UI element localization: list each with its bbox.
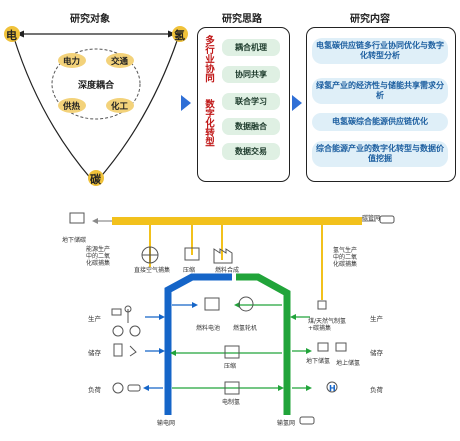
electrolysis-label: 电制氢 [222,399,241,406]
chemical-oval [106,98,134,113]
left-row-load: 负荷 [88,386,101,394]
fuel-cell-label: 燃料电池 [196,325,221,332]
carbon-label: 碳 [90,173,101,186]
h2-capture-label: 氢气生产中的二氧化碳捕集 [333,247,358,268]
underground-carbon-storage-label: 地下储碳 [62,237,87,244]
content-item-4: 综合能源产业的数字化转型与数据价值挖掘 [312,141,448,167]
heating-oval [58,98,86,113]
h2-symbol-label: H [329,384,336,393]
direct-air-capture-label: 直接空气捕集 [134,267,171,274]
research-thinking-title: 研究思路 [222,14,262,25]
transport-oval [106,53,134,68]
thinking-item-coupling: 耦合机理 [222,39,280,56]
energy-network-diagram [69,212,395,425]
compress-mid-label: 压缩 [224,363,237,370]
right-row-production: 生产 [370,315,383,323]
right-row-storage: 储存 [370,349,383,357]
hydrogen-label: 氢 [174,29,185,42]
fuel-synthesis-label: 燃料合成 [215,267,240,274]
thinking-item-fusion: 数据融合 [222,118,280,135]
left-row-storage: 储存 [88,349,101,357]
transport-label: 交通 [111,57,129,67]
research-object-triangle [13,30,179,181]
content-item-3: 电氢碳综合能源供应链优化 [312,113,448,131]
coupling-center-label: 深度耦合 [78,81,115,91]
research-object-title: 研究对象 [70,14,110,25]
power-label: 电力 [63,57,81,67]
thinking-item-sharing: 协同共享 [222,66,280,83]
power-grid-label: 输电网 [157,420,176,427]
content-item-1: 电氢碳供应链多行业协同优化与数字化转型分析 [312,38,448,64]
above-ground-h2-label: 地上储氢 [336,360,361,367]
thinking-item-learning: 联合学习 [222,93,280,110]
power-capture-label: 能源生产中的二氧化碳捕集 [86,246,111,267]
digital-transform-label: 数字化转型 [203,99,214,147]
hydrogen-node [172,26,188,42]
compress-top-label: 压缩 [183,267,196,274]
gas-turbine-label: 燃氢轮机 [233,325,258,332]
research-content-title: 研究内容 [350,14,390,25]
carbon-node [88,170,104,186]
left-row-production: 生产 [88,315,101,323]
heating-label: 供热 [63,102,81,112]
electricity-node [4,26,20,42]
arrow-to-contents [292,95,302,111]
thinking-item-trading: 数据交易 [222,143,280,160]
carbon-pipeline [112,217,362,225]
content-item-2: 绿氢产业的经济性与储能共享需求分析 [312,78,448,104]
right-row-load: 负荷 [370,386,383,394]
chemical-label: 化工 [111,102,129,112]
multi-industry-label: 多行业协同 [203,35,214,83]
carbon-network-label: 碳管网 [362,215,381,222]
arrow-to-thinking [181,95,191,111]
h2-network-label: 输氢网 [277,420,296,427]
power-oval [58,53,86,68]
coal-gas-h2-label: 煤/天然气制氢+碳捕集 [308,318,347,332]
electricity-label: 电 [6,29,17,42]
underground-h2-label: 地下储氢 [306,358,331,365]
